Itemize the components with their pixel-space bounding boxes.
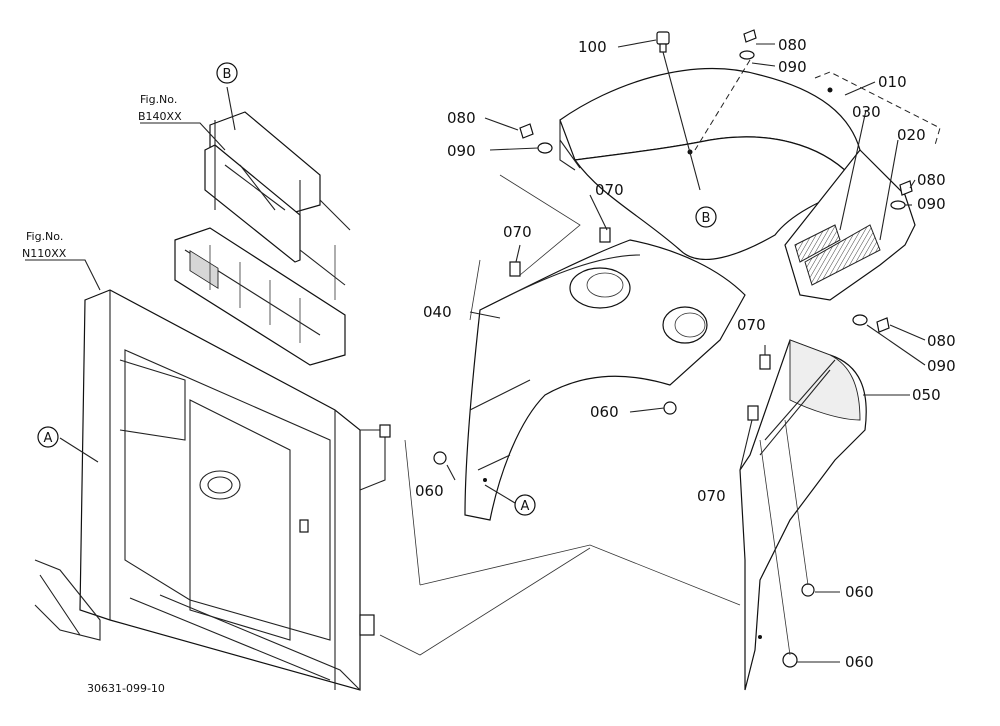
bracket-b140: [204, 111, 351, 300]
part-label-060-center: 060: [590, 403, 619, 421]
part-label-090-left: 090: [447, 142, 476, 160]
part-label-060-right-lower: 060: [845, 653, 874, 671]
part-label-010: 010: [878, 73, 907, 91]
svg-text:A: A: [44, 431, 53, 446]
fasteners: [433, 29, 913, 668]
part-label-080-right-upper: 080: [917, 171, 946, 189]
reference-marker-b-top: B: [216, 62, 238, 84]
svg-text:A: A: [521, 499, 530, 514]
part-label-080-top: 080: [778, 36, 807, 54]
reference-marker-a-mid: A: [514, 494, 536, 516]
reference-marker-b-mid: B: [695, 206, 717, 228]
panel-cover-040: [464, 239, 746, 521]
dash-panel-n110: [34, 289, 391, 691]
dashboard-frame-assembly: [25, 86, 391, 691]
part-label-090-right-lower: 090: [927, 357, 956, 375]
part-label-080-right-lower: 080: [927, 332, 956, 350]
part-label-030: 030: [852, 103, 881, 121]
part-label-090-right-upper: 090: [917, 195, 946, 213]
assembly-outline-left: [404, 439, 421, 586]
part-label-050: 050: [912, 386, 941, 404]
part-label-060-left: 060: [415, 482, 444, 500]
fig-ref-n110-label: Fig.No.: [26, 230, 63, 243]
part-label-080-left: 080: [447, 109, 476, 127]
hood-cover-010: [559, 68, 916, 301]
fig-ref-n110-code: N110XX: [22, 247, 67, 260]
part-label-090-top: 090: [778, 58, 807, 76]
part-label-070-left: 070: [503, 223, 532, 241]
part-label-070-right: 070: [737, 316, 766, 334]
part-label-070-lower: 070: [697, 487, 726, 505]
svg-text:B: B: [702, 211, 711, 226]
reference-marker-a-left: A: [37, 426, 59, 448]
fig-ref-b140-label: Fig.No.: [140, 93, 177, 106]
side-cover-050: [739, 339, 867, 691]
part-label-070-top: 070: [595, 181, 624, 199]
leader-lines: [446, 39, 941, 663]
assembly-outline-lower: [419, 544, 741, 606]
assembly-outline-lower-2: [379, 547, 591, 656]
part-label-040: 040: [423, 303, 452, 321]
part-label-020: 020: [897, 126, 926, 144]
part-label-060-right-upper: 060: [845, 583, 874, 601]
svg-text:B: B: [223, 67, 232, 82]
drawing-code: 30631-099-10: [87, 682, 165, 695]
part-label-100: 100: [578, 38, 607, 56]
vent-box: [174, 227, 346, 366]
fig-ref-b140-code: B140XX: [138, 110, 182, 123]
